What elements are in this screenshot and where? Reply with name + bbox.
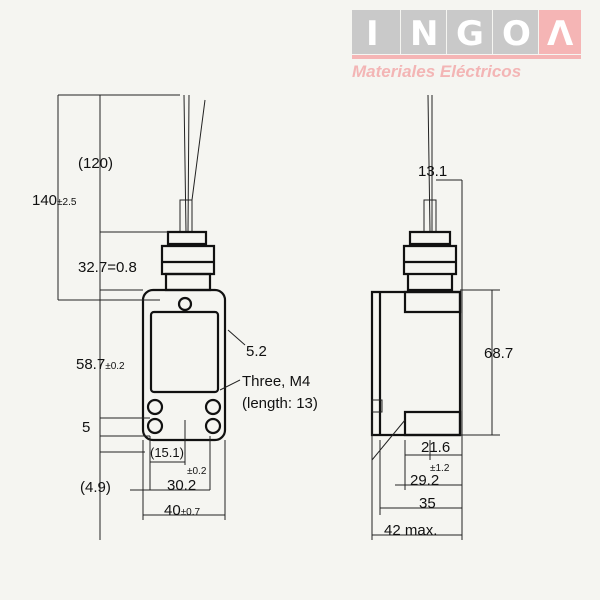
logo-letter: G [456,14,484,54]
dim-width: 40±0.7 [164,502,201,519]
dim-side-offset: (4.9) [80,479,111,496]
dim-hole-spacing-tol: ±0.2 [187,466,207,477]
side-dimension-lines [371,179,500,540]
front-view-switch [141,94,227,442]
screw-length-note: (length: 13) [242,395,318,412]
logo-letter: I [366,14,379,54]
dim-body-height: 58.7±0.2 [76,356,125,373]
dim-rod-offset: 13.1 [418,163,447,180]
dim-hole-diameter: 5.2 [246,343,267,360]
logo-letter: O [502,14,531,54]
dim-depth-inner: 21.6 [421,439,450,456]
screw-note: Three, M4 [242,373,310,390]
dim-depth-max: 42 max. [384,522,437,539]
dim-hole-spacing: 30.2 [167,477,196,494]
logo-tagline: Materiales Eléctricos [352,62,521,81]
side-dimension-labels: 13.1 68.7 21.6 ±1.2 29.2 35 42 max. [384,163,513,539]
dim-rod-length: (120) [78,155,113,172]
side-view-switch [370,94,462,437]
front-dimension-lines [57,94,246,540]
front-dimension-labels: (120) 140±2.5 32.7=0.8 58.7±0.2 5 (15.1)… [32,155,318,519]
dim-bottom-offset: 5 [82,419,90,436]
dim-head-height: 32.7=0.8 [78,259,137,276]
logo-letter: Λ [547,14,574,54]
dim-depth-tol: ±1.2 [430,463,450,474]
dim-depth-mid: 29.2 [410,472,439,489]
dim-depth: 35 [419,495,436,512]
logo-letter: N [410,14,438,54]
dim-side-body-height: 68.7 [484,345,513,362]
dim-hole-offset: (15.1) [150,445,184,460]
ingo-logo: I N G O Λ Materiales Eléctricos [352,10,581,81]
dim-overall-height: 140±2.5 [32,192,77,209]
